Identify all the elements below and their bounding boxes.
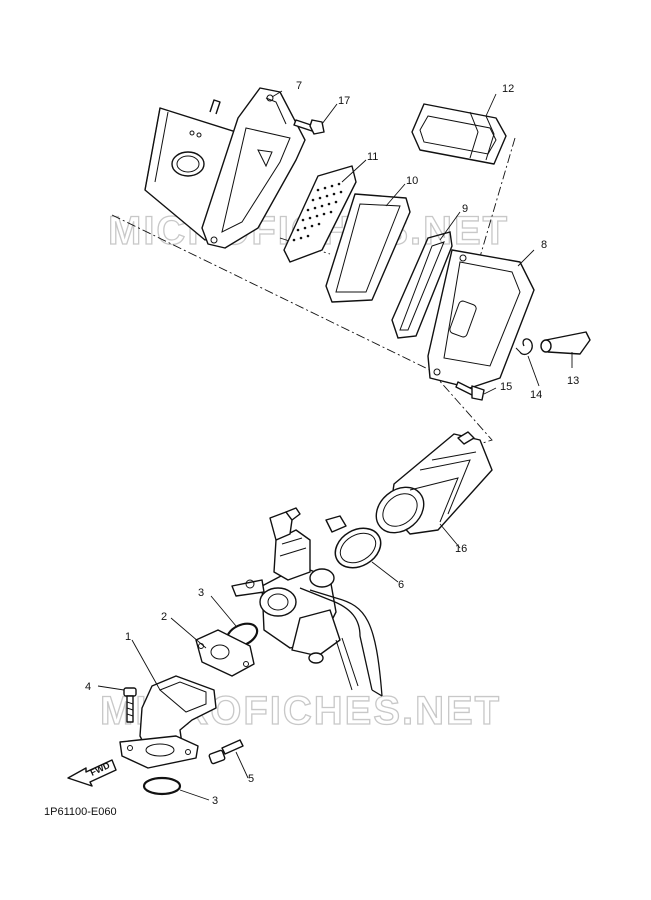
callout-3-lower[interactable]: 3 [212, 795, 218, 807]
intake-duct-joint[interactable] [411, 103, 507, 165]
drain-pipe[interactable] [540, 331, 591, 355]
callout-12[interactable]: 12 [502, 83, 514, 95]
callout-9[interactable]: 9 [462, 203, 468, 215]
bolt-15[interactable] [455, 381, 485, 401]
catalog-code: 1P61100-E060 [44, 806, 117, 818]
callout-17[interactable]: 17 [338, 95, 350, 107]
bolt-4[interactable] [123, 687, 137, 723]
callout-11[interactable]: 11 [367, 151, 378, 163]
air-cleaner-cap[interactable] [427, 249, 535, 389]
bolt-17[interactable] [293, 119, 325, 135]
callout-7[interactable]: 7 [296, 80, 302, 92]
callout-numbers: 7 17 12 11 10 9 8 13 14 15 16 6 3 2 1 4 … [85, 80, 579, 807]
callout-15[interactable]: 15 [500, 381, 512, 393]
callout-13[interactable]: 13 [567, 375, 579, 387]
callout-6[interactable]: 6 [398, 579, 404, 591]
callout-3-upper[interactable]: 3 [198, 587, 204, 599]
insulator[interactable] [195, 629, 255, 677]
callout-4[interactable]: 4 [85, 681, 91, 693]
forward-direction-arrow: FWD [67, 759, 117, 787]
callout-14[interactable]: 14 [530, 389, 542, 401]
callout-2[interactable]: 2 [161, 611, 167, 623]
intake-manifold[interactable] [119, 675, 217, 769]
o-ring-lower[interactable] [142, 776, 182, 796]
carburetor[interactable] [231, 507, 383, 697]
element-screen[interactable] [283, 165, 357, 263]
callout-1[interactable]: 1 [125, 631, 131, 643]
callout-8[interactable]: 8 [541, 239, 547, 251]
callout-10[interactable]: 10 [406, 175, 418, 187]
carburetor-joint[interactable] [367, 431, 493, 542]
bolt-5[interactable] [208, 739, 244, 765]
callout-16[interactable]: 16 [455, 543, 467, 555]
callout-5[interactable]: 5 [248, 773, 254, 785]
element-holder-frame[interactable] [201, 87, 306, 249]
hose-clip[interactable] [515, 338, 533, 356]
hose-clamp[interactable] [325, 515, 388, 576]
case-gasket[interactable] [391, 231, 453, 339]
leader-lines [97, 90, 573, 801]
